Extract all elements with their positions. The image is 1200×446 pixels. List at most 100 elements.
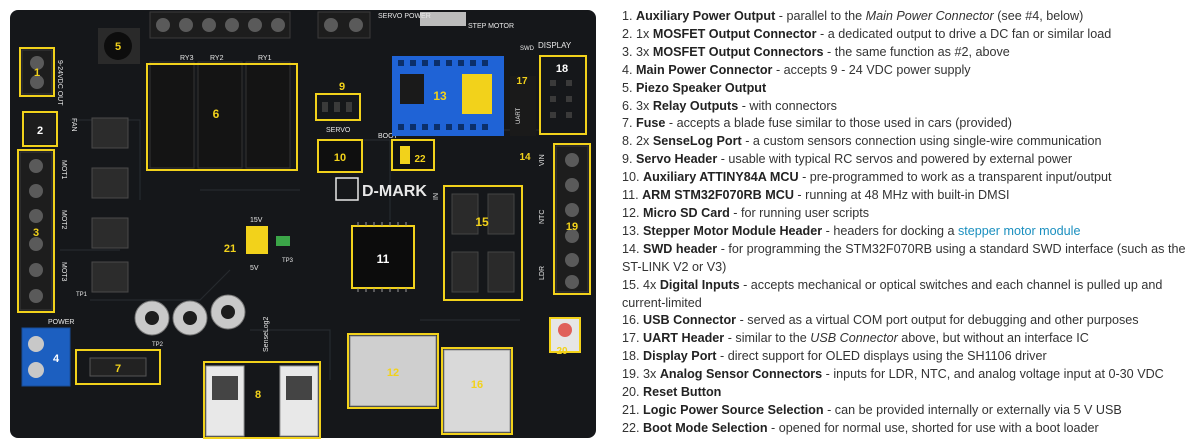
highlight-12 [347, 333, 439, 409]
label-11: 11 [377, 252, 390, 266]
capacitors [134, 294, 246, 336]
silk-5v: 5V [250, 265, 259, 272]
feature-name: Auxiliary Power Output [636, 9, 776, 23]
feature-number: 14. [622, 241, 644, 256]
fan-connector [25, 114, 55, 144]
feature-item: 6. 3x Relay Outputs - with connectors [622, 98, 1194, 116]
feature-number: 22. [622, 420, 644, 435]
feature-name: Servo Header [636, 152, 718, 167]
label-7: 7 [115, 363, 121, 375]
highlight-18 [539, 55, 587, 135]
label-1: 1 [34, 67, 40, 79]
feature-number: 6. [622, 98, 637, 113]
feature-name: Micro SD Card [643, 205, 730, 220]
feature-number: 19. [622, 367, 644, 382]
silk-uart: UART [516, 107, 522, 124]
stm32-mcu [351, 225, 415, 289]
analog-terminals [555, 145, 589, 293]
feature-item: 15. 4x Digital Inputs - accepts mechanic… [622, 277, 1194, 313]
highlight-1 [19, 47, 55, 97]
silk-tp1: TP1 [76, 292, 88, 298]
feature-item: 22. Boot Mode Selection - opened for nor… [622, 420, 1194, 438]
feature-item: 5. Piezo Speaker Output [622, 80, 1194, 98]
feature-description: - inputs for LDR, NTC, and analog voltag… [822, 367, 1164, 382]
feature-description: - the same function as #2, above [823, 44, 1010, 59]
label-13: 13 [433, 89, 447, 103]
feature-description: - accepts a blade fuse similar to those … [665, 116, 1012, 131]
feature-item: 14. SWD header - for programming the STM… [622, 241, 1194, 277]
feature-name: Reset Button [643, 385, 722, 400]
mosfets [91, 117, 129, 293]
feature-description: 1x [636, 26, 653, 41]
feature-item: 18. Display Port - direct support for OL… [622, 348, 1194, 366]
feature-name: Display Port [643, 349, 717, 364]
feature-description: - accepts mechanical or optical switches… [622, 277, 1163, 310]
feature-number: 9. [622, 152, 637, 167]
feature-name: MOSFET Output Connector [652, 26, 817, 41]
feature-item: 13. Stepper Motor Module Header - header… [622, 223, 1194, 241]
feature-number: 21. [622, 402, 644, 417]
label-20: 20 [556, 346, 568, 357]
feature-list: 1. Auxiliary Power Output - parallel to … [622, 8, 1194, 438]
label-9: 9 [339, 81, 345, 93]
feature-name: UART Header [643, 331, 725, 346]
label-19: 19 [566, 221, 578, 233]
feature-emphasis: Main Power Connector [865, 9, 994, 23]
feature-number: 17. [622, 331, 644, 346]
feature-name: Piezo Speaker Output [636, 80, 767, 95]
brand-logo [335, 177, 359, 201]
feature-name: SenseLog Port [652, 134, 742, 149]
feature-number: 3. [622, 44, 637, 59]
label-4: 4 [53, 353, 60, 365]
silk-swd: SWD [520, 46, 535, 52]
feature-description: - headers for docking a [822, 223, 958, 238]
feature-description: - a dedicated output to drive a DC fan o… [816, 26, 1112, 41]
feature-number: 18. [622, 349, 644, 364]
feature-number: 16. [622, 313, 644, 328]
feature-item: 10. Auxiliary ATTINY84A MCU - pre-progra… [622, 169, 1194, 187]
status-led [276, 236, 290, 246]
feature-number: 15. [622, 277, 644, 292]
feature-description: - running at 48 MHz with built-in DMSI [793, 188, 1010, 203]
attiny-mcu [317, 139, 363, 173]
silk-15v: 15V [250, 217, 263, 224]
feature-description: 2x [636, 134, 653, 149]
feature-description: - served as a virtual COM port output fo… [736, 313, 1139, 328]
feature-number: 13. [622, 223, 644, 238]
label-6: 6 [213, 107, 220, 121]
feature-number: 20. [622, 385, 644, 400]
feature-link[interactable]: stepper motor module [957, 223, 1081, 238]
feature-name: USB Connector [643, 313, 737, 328]
feature-name: Digital Inputs [659, 277, 740, 292]
feature-number: 7. [622, 116, 637, 131]
label-12: 12 [387, 367, 399, 379]
reset-cap [558, 323, 572, 337]
senselog-ports [205, 365, 319, 437]
highlight-7 [75, 349, 161, 385]
main-power-terminal [21, 327, 71, 387]
label-21: 21 [224, 243, 236, 255]
pcb-illustration: SERVO POWER STEP MOTOR DISPLAY 5 1 9-24V… [10, 10, 596, 439]
brand-text: D-MARK [362, 183, 427, 200]
feature-description: - usable with typical RC servos and powe… [717, 152, 1073, 167]
feature-description: - direct support for OLED displays using… [716, 349, 1047, 364]
highlight-8 [203, 361, 321, 439]
piezo-body [104, 32, 132, 60]
feature-item: 19. 3x Analog Sensor Connectors - inputs… [622, 366, 1194, 384]
feature-number: 4. [622, 62, 637, 77]
feature-description: - for running user scripts [729, 205, 870, 220]
label-15: 15 [475, 215, 489, 229]
silk-fan: FAN [70, 118, 77, 132]
silk-ntc: NTC [539, 210, 546, 224]
silk-step-motor: STEP MOTOR [468, 23, 514, 30]
usb-connector [443, 349, 511, 433]
feature-item: 20. Reset Button [622, 384, 1194, 402]
silk-boot: BOOT [378, 133, 399, 140]
silk-power: POWER [48, 319, 74, 326]
feature-description: - for programming the STM32F070RB using … [622, 241, 1186, 274]
feature-description: 3x [636, 98, 653, 113]
feature-description: - opened for normal use, shorted for use… [767, 420, 1099, 435]
feature-description: - similar to the [724, 331, 811, 346]
feature-name: ARM STM32F070RB MCU [642, 188, 794, 203]
servo-power-terminal [317, 11, 371, 39]
